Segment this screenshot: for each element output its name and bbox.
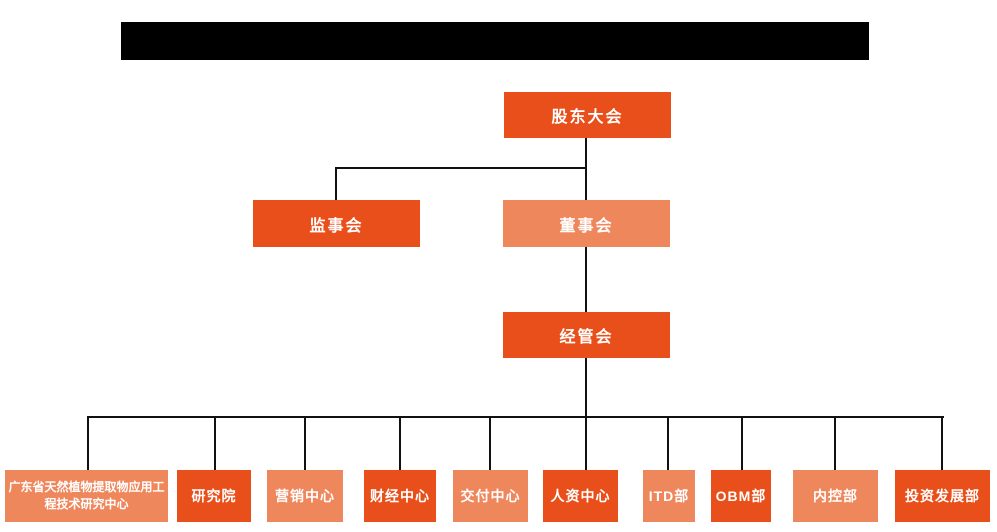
node-dept-research-institute: 研究院 (177, 470, 251, 522)
connector-drop-6 (585, 416, 587, 471)
node-board-of-directors: 董事会 (503, 200, 670, 247)
connector-departments-bus (87, 416, 944, 418)
connector-drop-2 (214, 416, 216, 471)
connector-board-to-management (585, 246, 587, 313)
connector-branch-horizontal (335, 167, 587, 169)
connector-management-to-bus (585, 357, 587, 417)
redacted-title-bar (121, 22, 869, 60)
connector-branch-to-supervisory (335, 167, 337, 201)
connector-drop-9 (834, 416, 836, 471)
node-dept-obm: OBM部 (711, 470, 771, 522)
connector-drop-7 (667, 416, 669, 471)
node-management-committee: 经管会 (503, 312, 670, 358)
node-dept-research-center: 广东省天然植物提取物应用工程技术研究中心 (5, 470, 168, 522)
node-dept-finance-center: 财经中心 (364, 470, 436, 522)
node-dept-marketing-center: 营销中心 (267, 470, 343, 522)
connector-drop-3 (304, 416, 306, 471)
connector-root-to-board (585, 137, 587, 201)
node-supervisory-board: 监事会 (253, 200, 420, 247)
node-dept-hr-center: 人资中心 (543, 470, 618, 522)
node-dept-investment-development: 投资发展部 (895, 470, 990, 522)
node-dept-itd: ITD部 (643, 470, 695, 522)
connector-drop-1 (87, 416, 89, 471)
node-shareholders-meeting: 股东大会 (504, 92, 671, 138)
connector-drop-8 (741, 416, 743, 471)
connector-drop-10 (941, 416, 943, 471)
connector-drop-5 (489, 416, 491, 471)
connector-drop-4 (399, 416, 401, 471)
node-dept-internal-control: 内控部 (793, 470, 878, 522)
node-dept-delivery-center: 交付中心 (453, 470, 528, 522)
